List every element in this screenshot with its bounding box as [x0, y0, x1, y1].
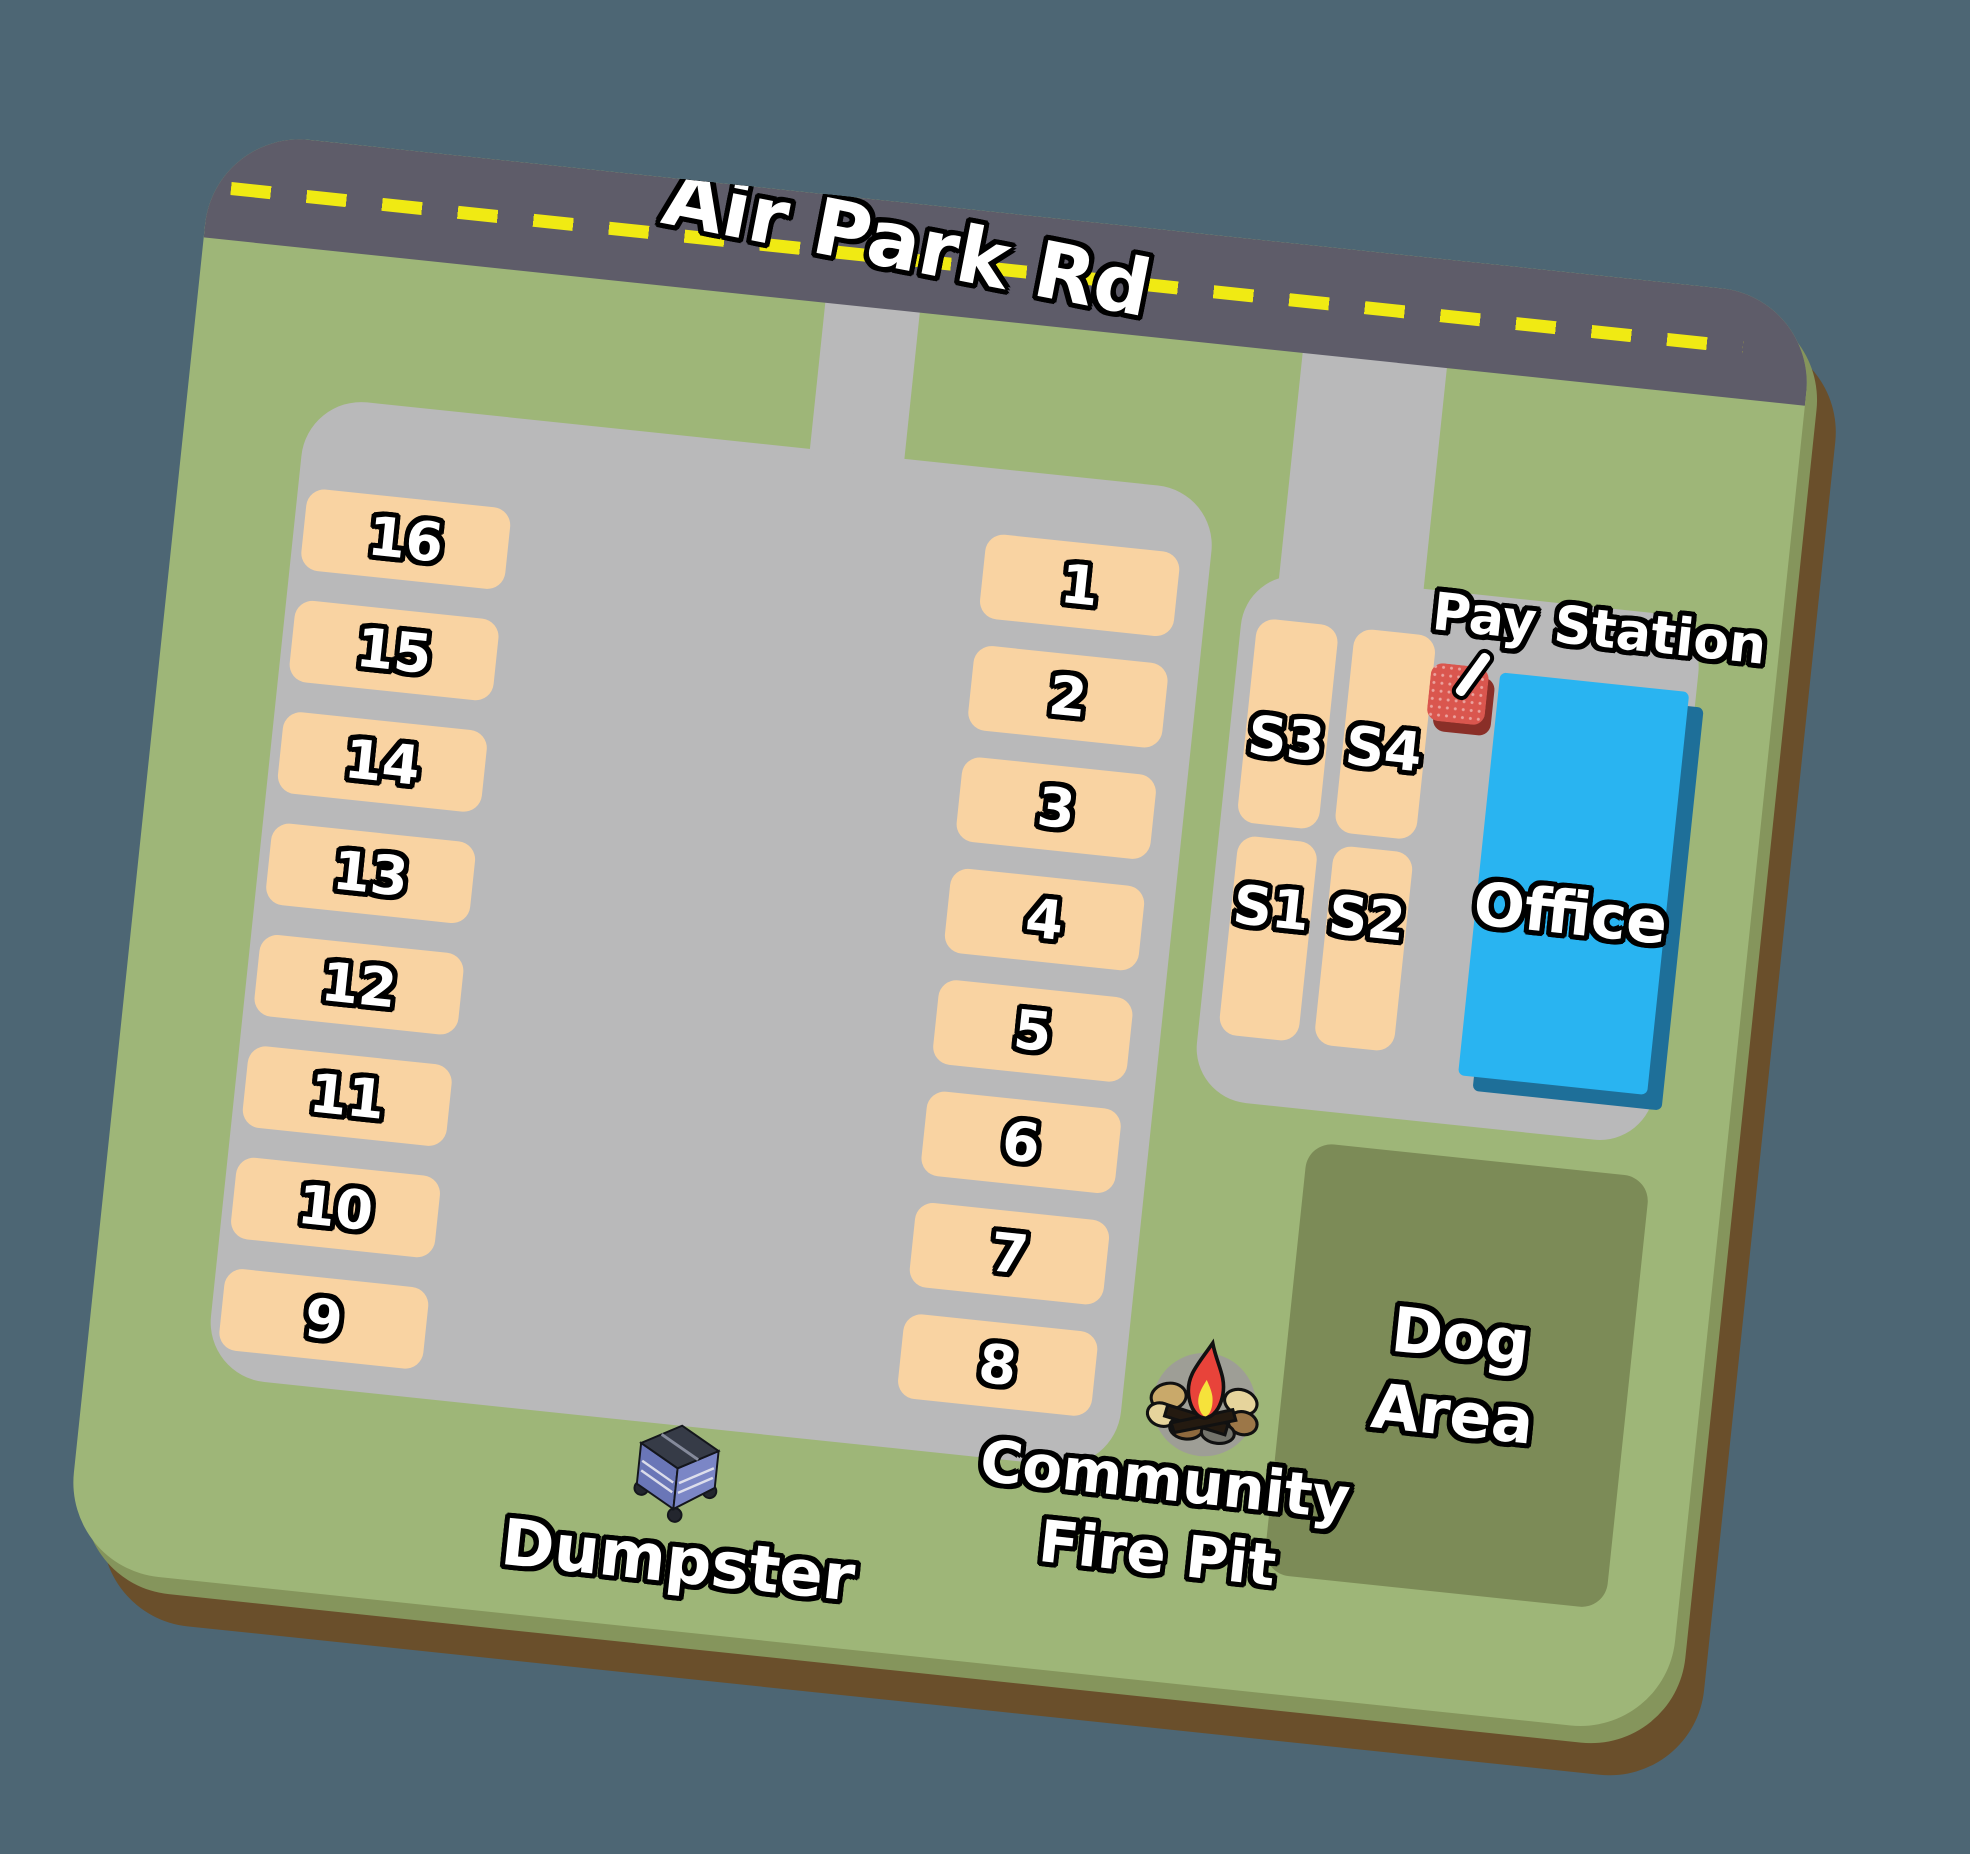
dog-area-label-line2: Area	[1367, 1369, 1538, 1459]
fire-pit-icon	[1136, 1330, 1273, 1470]
dog-area-label-line1: Dog	[1388, 1292, 1534, 1380]
dumpster-icon	[621, 1413, 733, 1539]
campground-map: Air Park Rd 16 15 14 13 12 11 10 9 1 2 3…	[63, 130, 1817, 1736]
